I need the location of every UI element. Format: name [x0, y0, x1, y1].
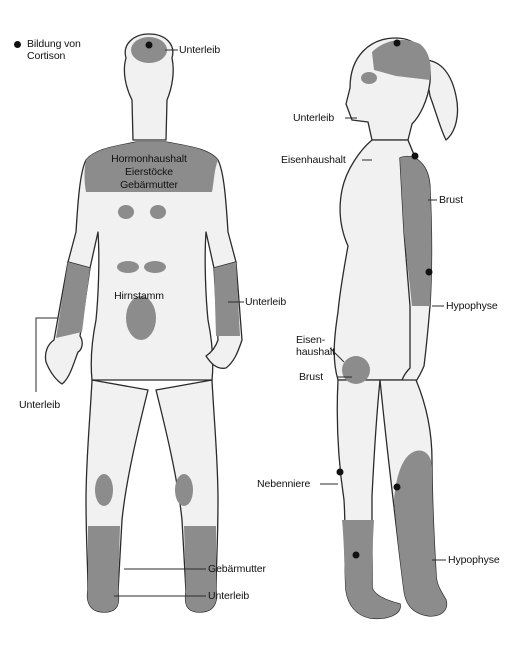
label-back-forearm-left: Unterleib — [19, 399, 60, 411]
zone-side-leg-back — [394, 450, 446, 616]
legend-marker-icon — [14, 41, 21, 48]
label-side-knee: Nebenniere — [257, 478, 310, 490]
label-back-shoulders-2: Eierstöcke — [125, 166, 173, 178]
zone-back-forearm-right — [214, 262, 240, 336]
zone-side-face — [361, 72, 377, 84]
zone-back-kidney-right — [150, 205, 166, 219]
zone-back-waist-right — [144, 261, 166, 273]
label-side-buttock-1: Eisen- — [296, 334, 325, 346]
marker-back-head — [146, 42, 153, 49]
label-side-neck: Eisenhaushalt — [281, 154, 346, 166]
zone-back-shin-left — [88, 526, 120, 612]
zone-back-kidney-left — [118, 205, 134, 219]
label-back-head: Unterleib — [179, 44, 220, 56]
zone-back-waist-left — [117, 261, 139, 273]
zone-back-head — [131, 37, 167, 63]
label-back-shoulders-3: Gebärmutter — [120, 179, 178, 191]
label-back-shoulders-1: Hormonhaushalt — [111, 153, 187, 165]
label-side-forearm: Hypophyse — [446, 300, 498, 312]
label-side-thigh: Brust — [299, 371, 323, 383]
label-back-forearm-right: Unterleib — [245, 296, 286, 308]
label-back-heel: Unterleib — [208, 590, 249, 602]
legend-text-line1: Bildung von — [27, 38, 81, 50]
label-side-arm: Brust — [439, 194, 463, 206]
label-side-face: Unterleib — [293, 112, 334, 124]
zone-side-shin-front — [342, 520, 400, 618]
zone-side-thigh — [342, 356, 370, 384]
legend-text-line2: Cortison — [27, 50, 65, 62]
zone-back-knee-left — [95, 474, 113, 506]
zone-back-hip — [126, 296, 156, 340]
label-side-shin: Hypophyse — [448, 554, 500, 566]
label-back-hip: Hirnstamm — [114, 290, 164, 302]
label-back-shin: Gebärmutter — [208, 563, 266, 575]
label-side-buttock-2: haushalt — [296, 346, 335, 358]
zone-back-knee-right — [175, 474, 193, 506]
